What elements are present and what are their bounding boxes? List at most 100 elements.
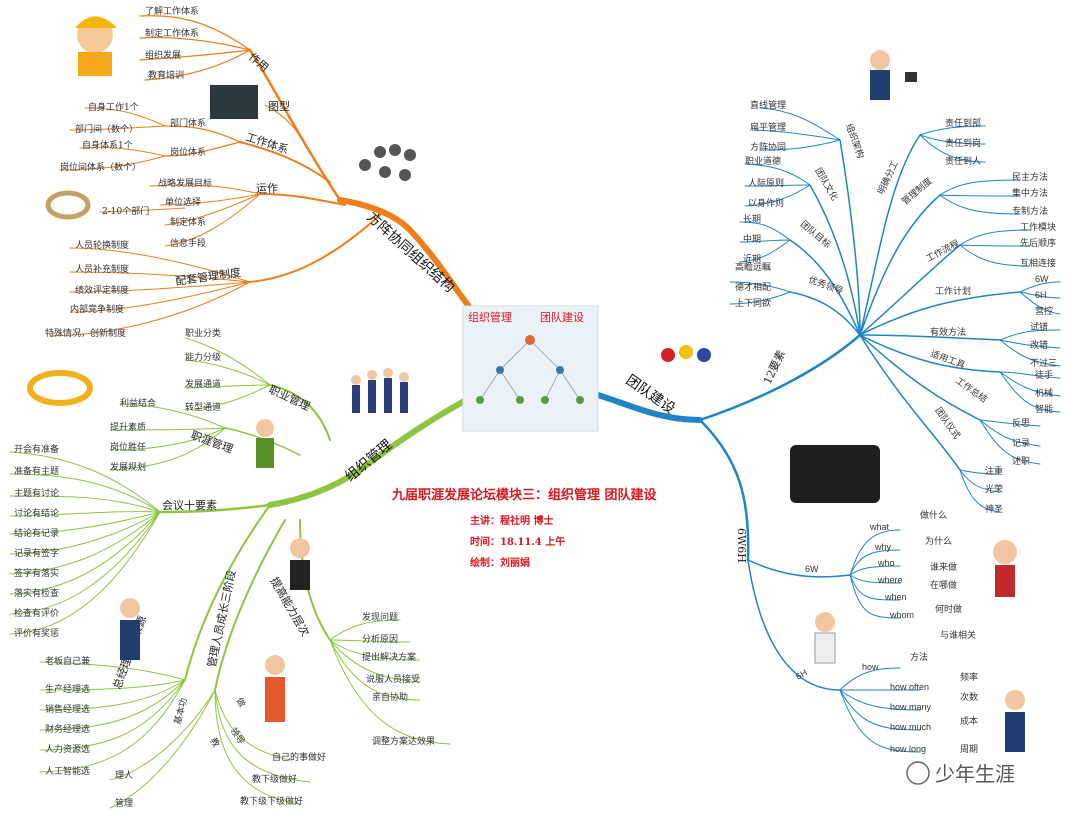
leaf: 责任到部 (945, 117, 981, 129)
leaf: 提升素质 (110, 421, 146, 433)
leaf: 教下级做好 (252, 773, 297, 785)
leaf: 亲自协助 (372, 691, 408, 703)
leaf: 特殊情况，创新制度 (45, 327, 126, 339)
leaf: 专制方法 (1012, 205, 1048, 217)
man-pointing-illustration (1005, 690, 1025, 752)
note: 与谁相关 (940, 629, 976, 641)
branch-org-management-label: 组织管理 (342, 437, 395, 485)
node-youxiao: 有效方法 (930, 326, 966, 338)
node-bumen: 部门体系 (170, 117, 206, 129)
group-illustration (359, 144, 416, 181)
leaf: 民主方法 (1012, 171, 1048, 183)
node-gangwei: 岗位体系 (170, 146, 206, 158)
leaf: 发展规划 (110, 461, 146, 473)
leaf: 高瞻远瞩 (735, 261, 771, 273)
leaf: 扁平管理 (750, 121, 786, 133)
leaf: how long (890, 744, 926, 754)
node-zhidu: 管理制度 (899, 175, 934, 207)
node-peitao: 配套管理制度 (174, 265, 241, 288)
node-jiao: 教 (207, 736, 222, 750)
note: 频率 (960, 671, 978, 683)
leaf: 能力分级 (185, 351, 221, 363)
info-drawer: 绘制：刘丽娟 (470, 556, 530, 569)
leaf: 反思 (1012, 418, 1030, 429)
watermark-text: 少年生涯 (935, 762, 1015, 786)
leaf: 中期 (743, 233, 761, 245)
note: 谁来做 (930, 561, 957, 573)
leaf: 开会有准备 (14, 443, 59, 455)
leaf: 记录 (1012, 438, 1030, 449)
leaf: why (874, 542, 892, 552)
leaf: 人员补充制度 (75, 263, 129, 275)
leaf: 营控 (1035, 305, 1053, 317)
note: 成本 (960, 715, 978, 727)
leaf: 说服人员接受 (366, 673, 420, 685)
leaf: 签字有落实 (14, 567, 59, 579)
leaf: 管理 (115, 797, 133, 809)
leaf: 人力资源选 (45, 743, 90, 755)
leaf: 制定体系 (170, 216, 206, 228)
leaf: 了解工作体系 (145, 5, 199, 17)
node-12yaosu: 12要素 (761, 348, 788, 386)
branch-lines (9, 15, 1061, 809)
leaf: 改错 (1030, 339, 1048, 351)
node-jiben: 基本功 (171, 697, 190, 726)
diagram-thumbnail (210, 85, 258, 119)
leaf: 讨论有结论 (14, 507, 59, 519)
leaf: 落实有检查 (14, 587, 59, 599)
presenter-illustration (290, 538, 310, 590)
leaf: 理人 (115, 770, 133, 781)
leaf: 人员轮换制度 (75, 239, 129, 251)
node-6w6h: 6W6H (735, 528, 748, 563)
leaf: who (877, 558, 895, 568)
circle-of-people-illustration (45, 190, 91, 220)
node-gongju: 适用工具 (929, 348, 967, 371)
center-label-team: 团队建设 (540, 310, 584, 324)
leaf: 人际原则 (748, 177, 784, 189)
leaf: 绩效评定制度 (75, 284, 129, 296)
node-tuxing: 图型 (268, 99, 290, 113)
wechat-icon (906, 761, 930, 785)
leaf: 主题有讨论 (14, 487, 59, 499)
leaf: whom (889, 610, 914, 620)
teacher-woman-illustration (265, 655, 285, 722)
crowd-illustration (790, 445, 880, 503)
info-speaker: 主讲：程社明 博士 (470, 514, 553, 527)
leaf: 注重 (985, 465, 1003, 477)
leaf: 智能 (1035, 403, 1053, 415)
leaf: 岗位胜任 (110, 441, 146, 453)
woman-illustration (993, 540, 1017, 597)
node-huiyi: 会议十要素 (162, 498, 217, 512)
woman-green-illustration (256, 419, 274, 468)
node-yunzuo: 运作 (256, 182, 278, 195)
businessman-illustration (120, 598, 140, 660)
leaf: 上下同欲 (735, 297, 771, 309)
leaf: 财务经理选 (45, 723, 90, 735)
note: 方法 (910, 651, 928, 663)
note: 次数 (960, 691, 978, 703)
note: 何时做 (935, 603, 962, 615)
note: 做什么 (920, 509, 947, 521)
note: 周期 (960, 744, 978, 755)
leaf: 评价有奖惩 (14, 627, 59, 639)
leaf: what (869, 522, 890, 532)
leaf: 岗位间体系（数个） (60, 161, 141, 173)
node-zuzhi: 组织架构 (843, 122, 867, 160)
leaf: 部门间（数个） (75, 123, 138, 135)
leaf: 直线管理 (750, 99, 786, 111)
teamwork-figures-illustration (661, 345, 711, 362)
leaf: 机械 (1035, 387, 1053, 399)
leaf: 组织发展 (145, 49, 181, 61)
leaf: 以身作则 (748, 197, 784, 209)
leaf: 制定工作体系 (145, 27, 199, 39)
leaf: 近期 (743, 253, 761, 265)
leaf: 人工智能选 (45, 765, 90, 777)
leaf: 责任到岗 (945, 137, 981, 149)
center-node: 组织管理 团队建设 (462, 305, 599, 432)
node-zuo: 做 (233, 696, 248, 710)
leaf: 战略发展目标 (158, 177, 212, 189)
leaf: 单位选择 (165, 196, 201, 208)
people-icons (476, 335, 584, 404)
node-lingdao: 领导 (228, 725, 248, 747)
leaf: 销售经理选 (45, 703, 90, 715)
